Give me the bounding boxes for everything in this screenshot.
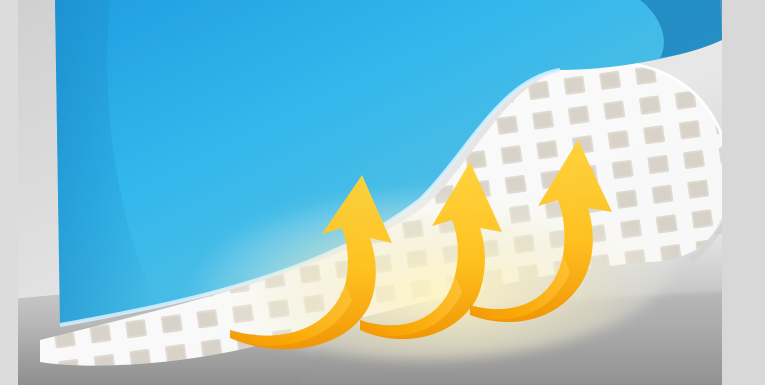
page-right-margin: [722, 0, 765, 385]
page-left-margin: [0, 0, 18, 385]
